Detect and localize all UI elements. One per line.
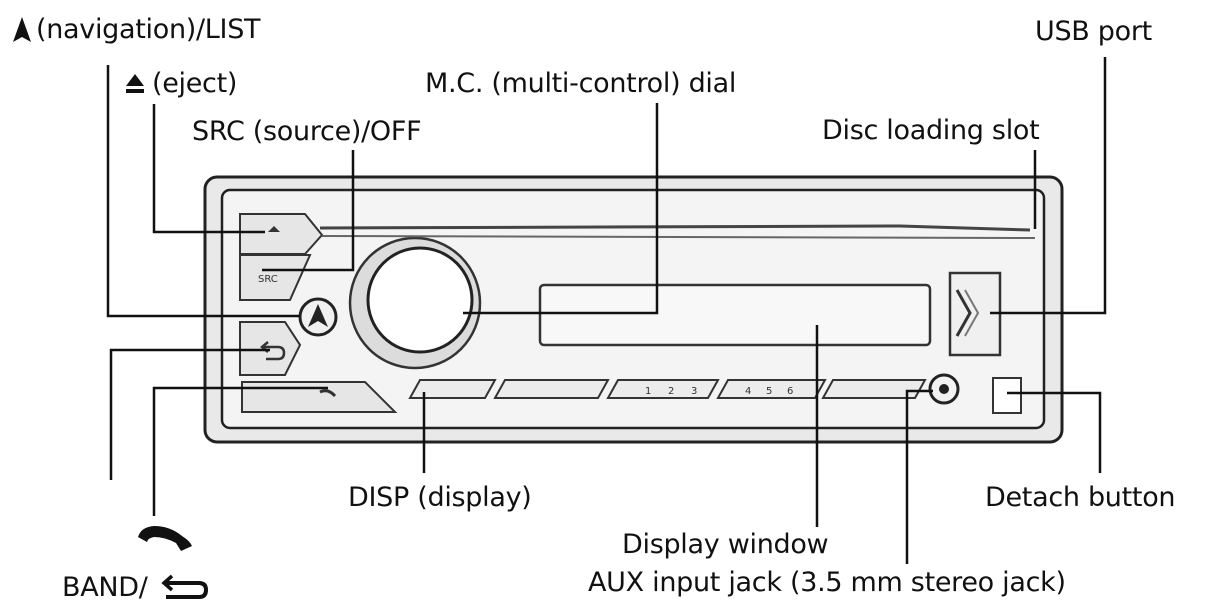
src-button-text: SRC: [258, 274, 278, 285]
label-display-window: Display window: [622, 529, 829, 560]
aux-jack-hole: [939, 384, 949, 394]
preset-1-text: 1: [645, 386, 651, 397]
usb-port-chevron: [955, 289, 972, 337]
seek-back-button[interactable]: [493, 379, 610, 399]
label-band: BAND/: [62, 572, 148, 603]
usb-port[interactable]: [948, 271, 1002, 357]
back-button[interactable]: [239, 321, 302, 376]
usb-port-chevron-inner: [964, 289, 980, 337]
back-button-glyph: [262, 345, 286, 361]
leader-back: [109, 348, 270, 480]
leader-navigation: [106, 65, 300, 318]
leader-eject: [152, 104, 265, 234]
leader-aux: [905, 389, 933, 564]
eject-icon: [126, 74, 144, 93]
leader-mc: [463, 103, 659, 315]
disc-slot-lower-edge: [321, 235, 1036, 239]
phone-icon: [138, 526, 192, 551]
preset-4-text: 4: [745, 386, 751, 397]
label-mc-dial: M.C. (multi-control) dial: [425, 68, 737, 99]
preset-button-extra[interactable]: [821, 379, 927, 399]
band-phone-button-glyph: [319, 389, 337, 398]
label-src-off: SRC (source)/OFF: [192, 116, 422, 147]
label-eject: (eject): [152, 68, 238, 99]
leader-detach: [1007, 391, 1102, 473]
disp-button[interactable]: [408, 379, 497, 399]
detach-button[interactable]: [992, 377, 1022, 414]
display-window: [538, 283, 932, 347]
band-phone-button[interactable]: [241, 381, 398, 413]
preset-3-text: 3: [691, 386, 697, 397]
preset-button-4-6[interactable]: [716, 379, 827, 399]
leader-src: [262, 150, 355, 272]
label-navigation-list: (navigation)/LIST: [36, 14, 261, 45]
mc-dial[interactable]: [366, 246, 474, 354]
back-arrow-icon: [161, 574, 209, 599]
preset-button-1-3[interactable]: [606, 379, 720, 399]
label-aux-jack: AUX input jack (3.5 mm stereo jack): [588, 567, 1066, 598]
preset-5-text: 5: [766, 386, 772, 397]
preset-6-text: 6: [787, 386, 793, 397]
disc-slot: [319, 224, 1031, 232]
label-usb-port: USB port: [1035, 16, 1152, 47]
label-disc-loading-slot: Disc loading slot: [822, 115, 1040, 146]
triangle-up-icon: [13, 17, 31, 42]
leader-lines: [106, 57, 1107, 564]
src-button[interactable]: [239, 254, 312, 301]
navigation-button-glyph: [308, 304, 328, 327]
preset-2-text: 2: [668, 386, 674, 397]
leader-phone: [152, 386, 328, 516]
leader-usb: [990, 57, 1107, 315]
eject-button[interactable]: [239, 213, 324, 255]
eject-button-glyph: [268, 226, 280, 232]
label-detach-button: Detach button: [985, 482, 1176, 513]
label-disp: DISP (display): [348, 482, 532, 513]
